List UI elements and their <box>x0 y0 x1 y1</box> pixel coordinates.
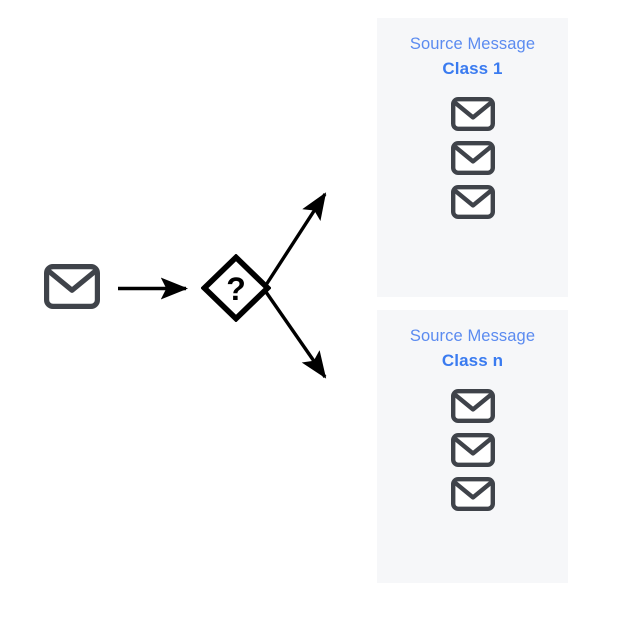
envelope-icon <box>450 433 495 468</box>
source-message-envelope <box>44 264 100 309</box>
envelope-icon <box>450 477 495 512</box>
class-1-heading: Source Message Class 1 <box>410 34 535 80</box>
class-n-title: Source Message <box>409 327 536 345</box>
envelope-icon <box>450 185 495 220</box>
class-n-message-list <box>450 389 495 512</box>
envelope-icon <box>450 389 495 424</box>
connector-decision-to-class-1 <box>264 192 327 286</box>
decision-symbol: ? <box>226 271 246 307</box>
class-panel-class-1[interactable]: Source Message Class 1 <box>377 18 568 297</box>
class-panel-class-n[interactable]: Source Message Class n <box>377 310 568 583</box>
decision-diamond: ? <box>200 253 272 323</box>
diamond-node-icon: ? <box>200 253 272 323</box>
envelope-icon <box>450 141 495 176</box>
class-n-heading: Source Message Class n <box>410 326 535 372</box>
class-n-subtitle: Class n <box>441 350 504 370</box>
class-1-subtitle: Class 1 <box>442 58 503 78</box>
envelope-icon <box>450 97 495 132</box>
class-1-title: Source Message <box>409 35 536 53</box>
class-1-message-list <box>450 97 495 220</box>
envelope-icon <box>44 264 100 309</box>
connector-decision-to-class-n <box>264 291 327 379</box>
